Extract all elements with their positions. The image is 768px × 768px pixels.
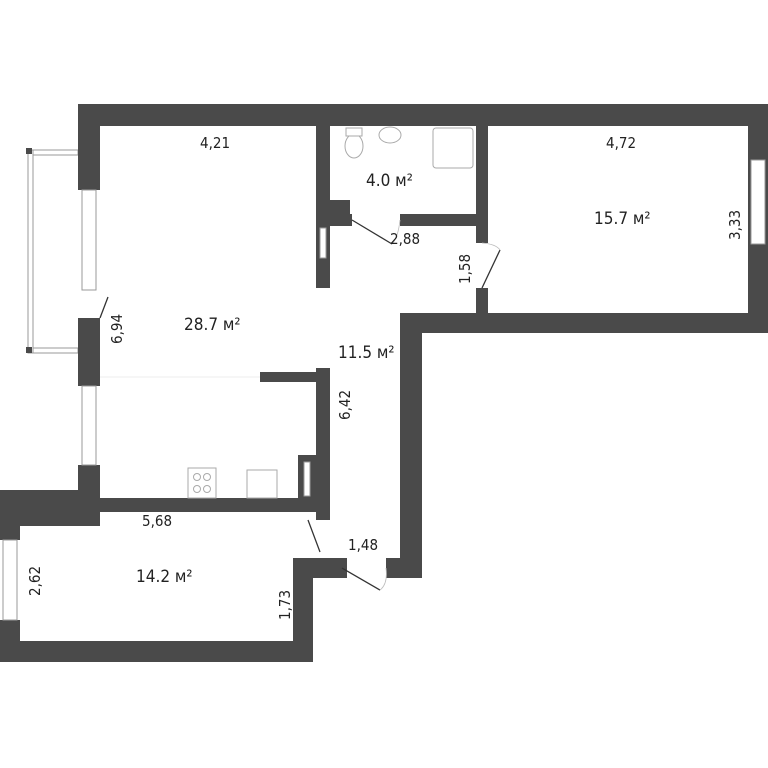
hallway-dim-4: 1,48	[348, 536, 378, 554]
sink-icon	[378, 126, 402, 144]
fixtures	[100, 126, 474, 499]
walls	[0, 104, 768, 662]
shower-icon	[432, 127, 474, 169]
stove-icon	[187, 467, 217, 499]
living-area: 28.7 м²	[184, 315, 241, 335]
hallway-dim-2: 1,58	[456, 254, 474, 284]
hallway-dim-1: 2,88	[390, 230, 420, 248]
bedroom2-width: 5,68	[142, 512, 172, 530]
living-width: 4,21	[200, 134, 230, 152]
bedroom2-area: 14.2 м²	[136, 567, 193, 587]
balcony	[26, 148, 79, 354]
bedroom2-dim: 1,73	[276, 590, 294, 620]
bedroom2-height: 2,62	[26, 566, 44, 596]
windows	[2, 159, 766, 621]
bedroom-area: 15.7 м²	[594, 209, 651, 229]
bedroom-width: 4,72	[606, 134, 636, 152]
bedroom-length: 3,33	[726, 210, 744, 240]
labels: 28.7 м² 4,21 6,94 4.0 м² 15.7 м² 4,72 3,…	[26, 134, 744, 620]
doors	[99, 219, 501, 591]
living-length: 6,94	[108, 314, 126, 344]
toilet-icon	[344, 133, 364, 159]
hallway-dim-3: 6,42	[336, 390, 354, 420]
hallway-area: 11.5 м²	[338, 343, 395, 363]
bathroom-area: 4.0 м²	[366, 171, 413, 191]
kitchen-sink-icon	[246, 469, 278, 499]
